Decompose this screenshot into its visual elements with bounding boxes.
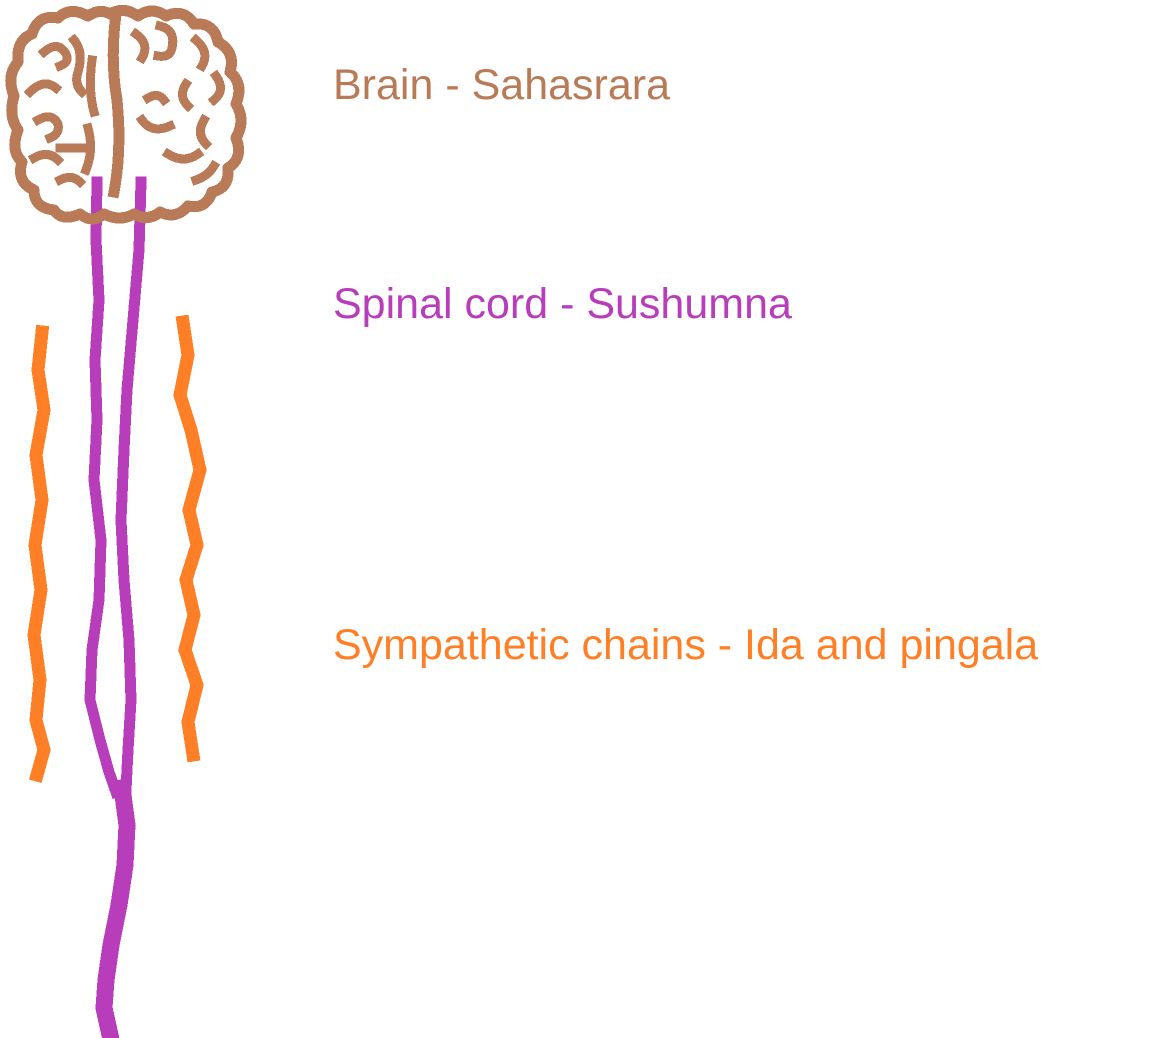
right-sympathetic-chain xyxy=(173,314,207,763)
sympathetic-chains-label: Sympathetic chains - Ida and pingala xyxy=(333,621,1039,669)
brain-squiggle xyxy=(23,79,63,99)
brain-squiggle xyxy=(37,42,72,72)
brain-squiggle xyxy=(135,113,176,134)
spinal-cord-right-line xyxy=(115,176,147,796)
brain-squiggle xyxy=(196,113,213,151)
brain-squiggle xyxy=(80,122,96,176)
brain-squiggle xyxy=(178,77,195,113)
spinal-cord-label: Spinal cord - Sushumna xyxy=(333,280,792,328)
spinal-cord-drawing xyxy=(84,176,147,1038)
brain-squiggle xyxy=(190,159,221,186)
brain-midline xyxy=(107,7,125,199)
brain-squiggle xyxy=(53,172,87,189)
brain-squiggle xyxy=(189,33,210,73)
brain-squiggle xyxy=(67,33,89,99)
spinal-cord-lower-line xyxy=(95,778,136,1038)
brain-squiggle xyxy=(207,69,225,107)
brain-squiggle xyxy=(85,54,100,118)
spinal-cord-left-line xyxy=(84,176,124,800)
brain-squiggle xyxy=(31,112,63,144)
brain-squiggle xyxy=(161,147,205,164)
brain-label: Brain - Sahasrara xyxy=(333,61,670,109)
left-sympathetic-chain xyxy=(27,324,51,784)
sympathetic-chains-drawing xyxy=(27,314,207,784)
brain-drawing xyxy=(5,5,247,225)
brain-squiggles xyxy=(23,20,225,189)
brain-squiggle xyxy=(152,20,178,61)
brain-squiggle xyxy=(27,150,65,167)
brain-squiggle xyxy=(141,90,171,107)
brain-squiggle xyxy=(129,27,150,65)
brain-outline xyxy=(5,5,247,225)
